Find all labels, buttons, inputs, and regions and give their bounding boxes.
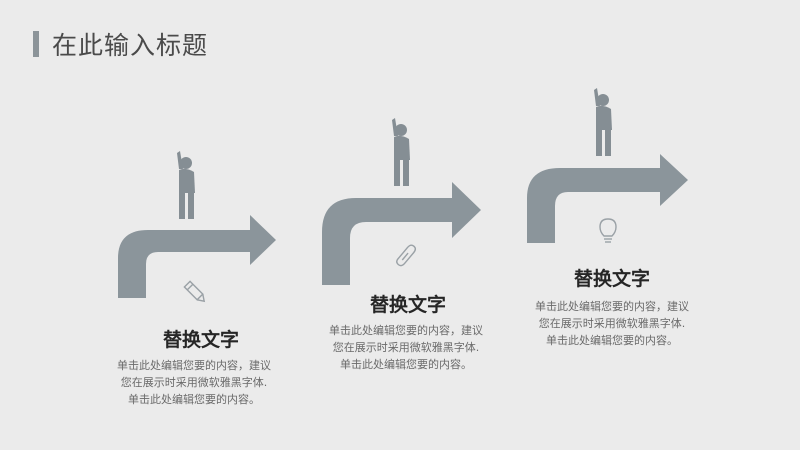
step-3-line-1: 单击此处编辑您要的内容，建议: [535, 300, 689, 313]
step-1-arrow: [118, 215, 276, 298]
page-title: 在此输入标题: [52, 31, 209, 60]
lightbulb-icon: [599, 218, 617, 243]
step-3-person-icon: [594, 88, 612, 156]
title-accent-bar: [33, 31, 39, 57]
step-2-line-3: 单击此处编辑您要的内容。: [340, 358, 472, 371]
step-2-line-1: 单击此处编辑您要的内容，建议: [329, 324, 483, 337]
step-3-description: 单击此处编辑您要的内容，建议 您在展示时采用微软雅黑字体. 单击此处编辑您要的内…: [512, 298, 712, 349]
step-3-line-2: 您在展示时采用微软雅黑字体.: [538, 317, 686, 330]
step-1-line-2: 您在展示时采用微软雅黑字体.: [120, 376, 268, 389]
step-3-line-3: 单击此处编辑您要的内容。: [546, 334, 678, 347]
pencil-icon: [183, 280, 206, 303]
paperclip-icon: [396, 244, 417, 267]
step-3-heading: 替换文字: [573, 268, 651, 290]
step-1-line-3: 单击此处编辑您要的内容。: [128, 393, 260, 406]
step-2-person-icon: [392, 118, 410, 186]
step-1-line-1: 单击此处编辑您要的内容，建议: [117, 359, 271, 372]
step-1-description: 单击此处编辑您要的内容，建议 您在展示时采用微软雅黑字体. 单击此处编辑您要的内…: [94, 357, 294, 408]
step-1-heading: 替换文字: [162, 329, 240, 351]
step-2-arrow: [322, 182, 481, 285]
step-2-line-2: 您在展示时采用微软雅黑字体.: [332, 341, 480, 354]
step-2-description: 单击此处编辑您要的内容，建议 您在展示时采用微软雅黑字体. 单击此处编辑您要的内…: [306, 322, 506, 373]
step-3-arrow: [527, 154, 688, 243]
step-1-person-icon: [177, 151, 195, 219]
step-2-heading: 替换文字: [369, 294, 447, 316]
